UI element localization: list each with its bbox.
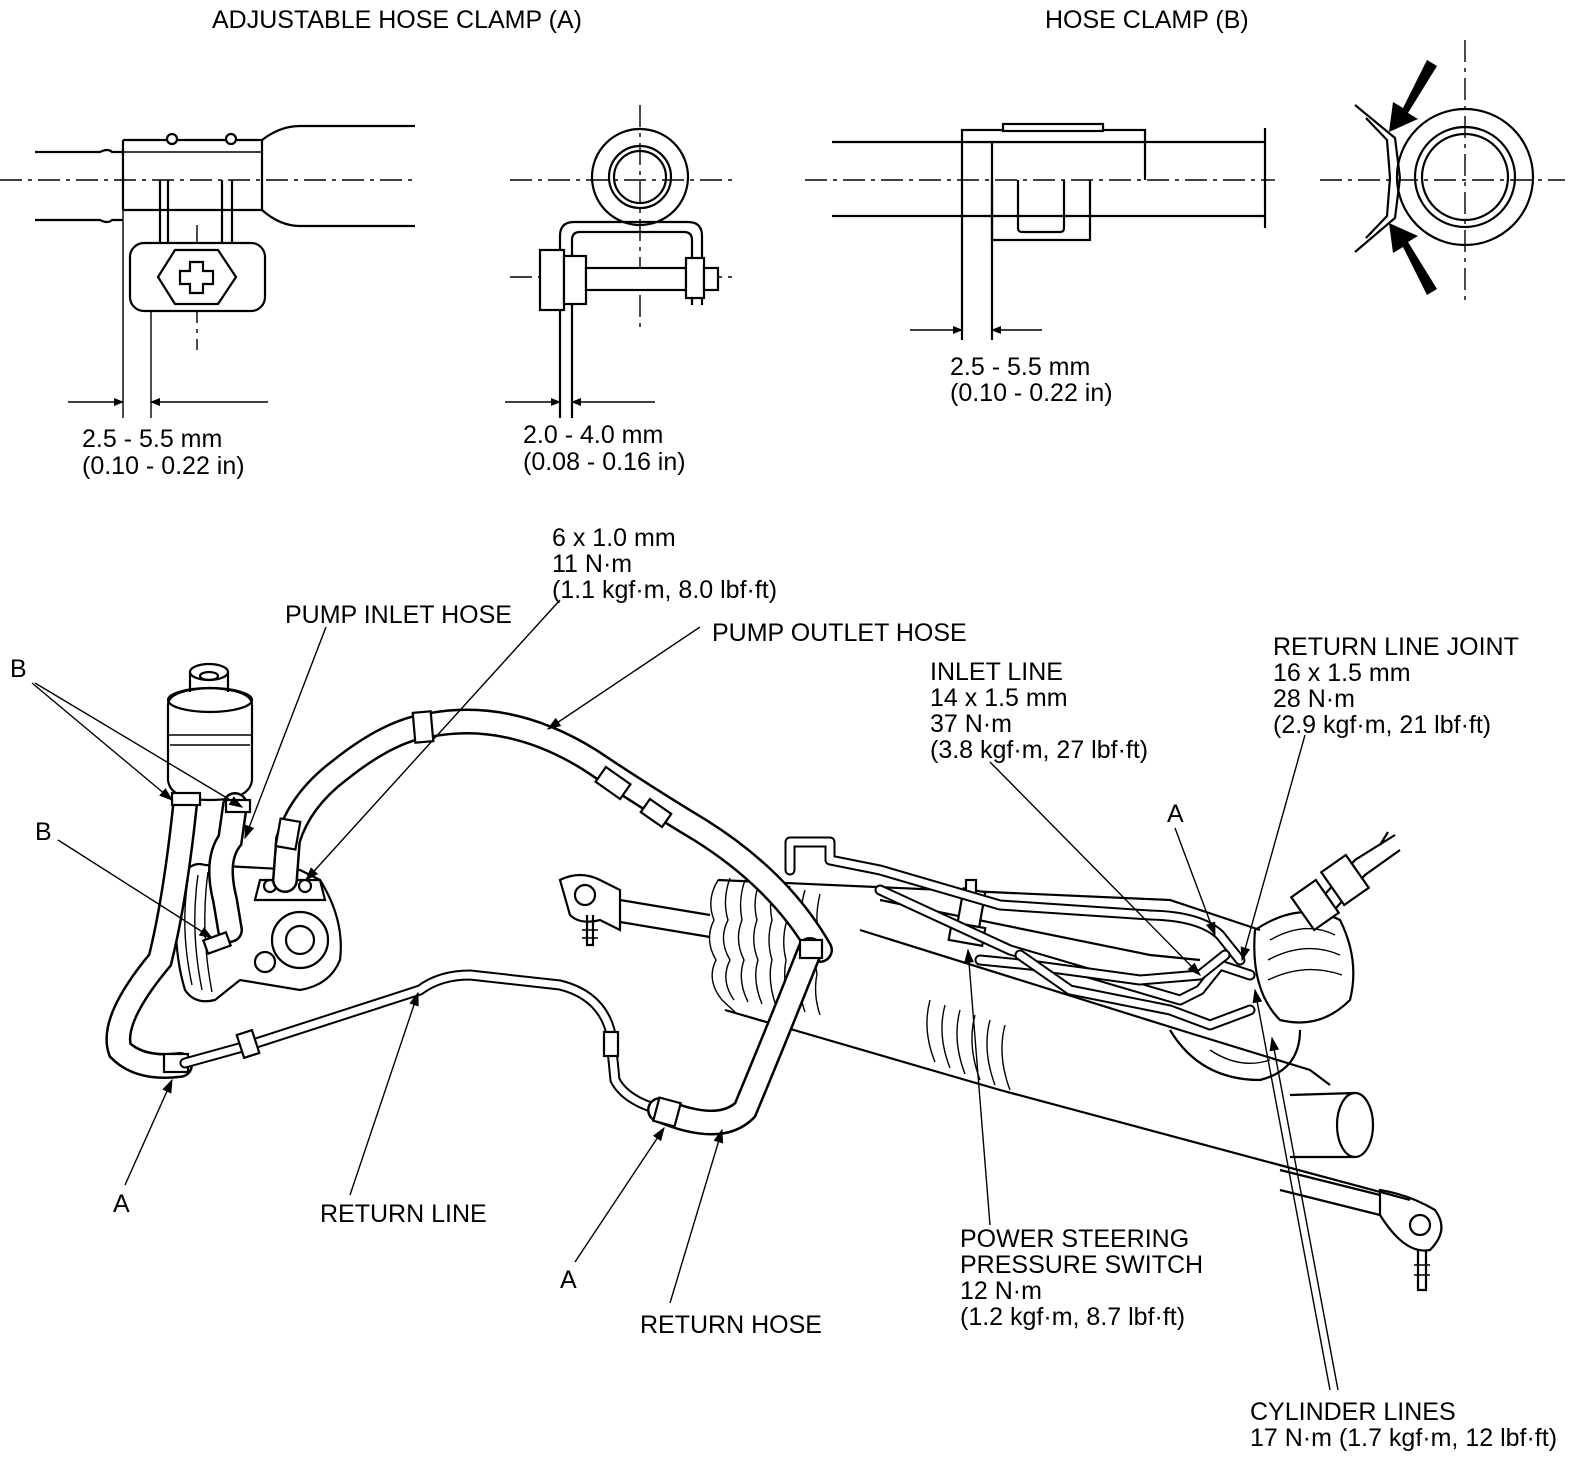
clamp-b-end-view xyxy=(1320,40,1565,300)
bolt-torque-label: 11 N·m xyxy=(552,550,632,578)
clamp-a-end-view xyxy=(505,105,735,418)
clamp-letter-a-left: A xyxy=(113,1190,130,1218)
inlet-line-label: INLET LINE xyxy=(930,658,1063,686)
rack-lines xyxy=(784,836,1256,1031)
inlet-line-size-label: 14 x 1.5 mm xyxy=(930,684,1068,712)
clamp-letter-b-top: B xyxy=(10,655,27,683)
cylinder-lines-label: CYLINDER LINES xyxy=(1250,1398,1456,1426)
clamp-letter-b-mid: B xyxy=(35,818,52,846)
inlet-line-torque-alt-label: (3.8 kgf·m, 27 lbf·ft) xyxy=(930,736,1148,764)
pump-outlet-hose xyxy=(272,708,833,963)
return-line-joint-label: RETURN LINE JOINT xyxy=(1273,633,1519,661)
bolt-torque-alt-label: (1.1 kgf·m, 8.0 lbf·ft) xyxy=(552,576,777,604)
clamp-a-side-dim-in: (0.10 - 0.22 in) xyxy=(82,452,245,480)
return-line-label: RETURN LINE xyxy=(320,1200,487,1228)
clamp-a-side-dim-mm: 2.5 - 5.5 mm xyxy=(82,425,222,453)
pressure-switch-label-1: POWER STEERING xyxy=(960,1225,1189,1253)
clamp-letter-a-right: A xyxy=(1167,800,1184,828)
leader-lines xyxy=(31,599,1339,1391)
return-line-joint-size-label: 16 x 1.5 mm xyxy=(1273,659,1411,687)
pressure-switch-label-2: PRESSURE SWITCH xyxy=(960,1251,1203,1279)
return-line-joint-torque-label: 28 N·m xyxy=(1273,685,1355,713)
return-line-joint-torque-alt-label: (2.9 kgf·m, 21 lbf·ft) xyxy=(1273,711,1491,739)
pump-inlet-hose xyxy=(208,792,248,943)
clamp-b-heading: HOSE CLAMP (B) xyxy=(1045,6,1249,34)
return-line-tube xyxy=(179,969,666,1116)
pump-outlet-hose-label: PUMP OUTLET HOSE xyxy=(712,619,967,647)
cylinder-lines-torque-label: 17 N·m (1.7 kgf·m, 12 lbf·ft) xyxy=(1250,1424,1557,1452)
clamp-letter-a-mid: A xyxy=(560,1266,577,1294)
pressure-switch-torque-label: 12 N·m xyxy=(960,1277,1042,1305)
clamp-b-side-dim-in: (0.10 - 0.22 in) xyxy=(950,379,1113,407)
clamp-b-side-view xyxy=(805,122,1275,340)
pump-inlet-hose-label: PUMP INLET HOSE xyxy=(285,601,512,629)
clamp-b-side-dim-mm: 2.5 - 5.5 mm xyxy=(950,353,1090,381)
return-hose xyxy=(647,937,824,1136)
inlet-line-torque-label: 37 N·m xyxy=(930,710,1012,738)
return-hose-label: RETURN HOSE xyxy=(640,1311,822,1339)
clamp-a-end-dim-mm: 2.0 - 4.0 mm xyxy=(523,421,663,449)
pressure-switch-torque-alt-label: (1.2 kgf·m, 8.7 lbf·ft) xyxy=(960,1303,1185,1331)
bolt-size-label: 6 x 1.0 mm xyxy=(552,524,676,552)
clamp-a-end-dim-in: (0.08 - 0.16 in) xyxy=(523,448,686,476)
clamp-a-side-view xyxy=(0,124,415,418)
clamp-a-heading: ADJUSTABLE HOSE CLAMP (A) xyxy=(212,6,582,34)
